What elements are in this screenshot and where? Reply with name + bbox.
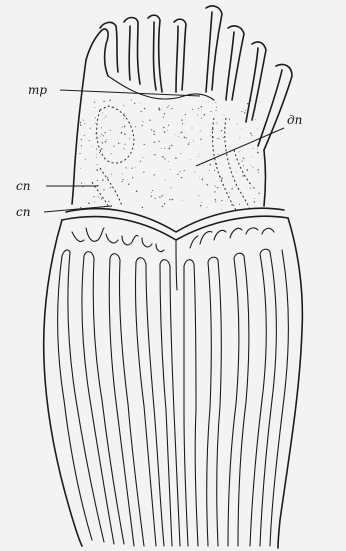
label-sp-upper: сп: [16, 179, 30, 193]
label-sp-lower: сп: [16, 205, 30, 219]
label-mp: mp: [28, 83, 47, 97]
figure-labels: mp дп сп сп: [16, 83, 302, 219]
leader-dp: [196, 128, 284, 166]
transverse-band: [62, 208, 288, 290]
top-fiber-strands: [86, 6, 292, 150]
crown-stipple: [79, 99, 260, 209]
scalloped-cells: [72, 228, 274, 252]
label-dp: дп: [287, 113, 302, 127]
dotted-contours: [92, 106, 252, 210]
stem-fibers: [58, 249, 289, 546]
